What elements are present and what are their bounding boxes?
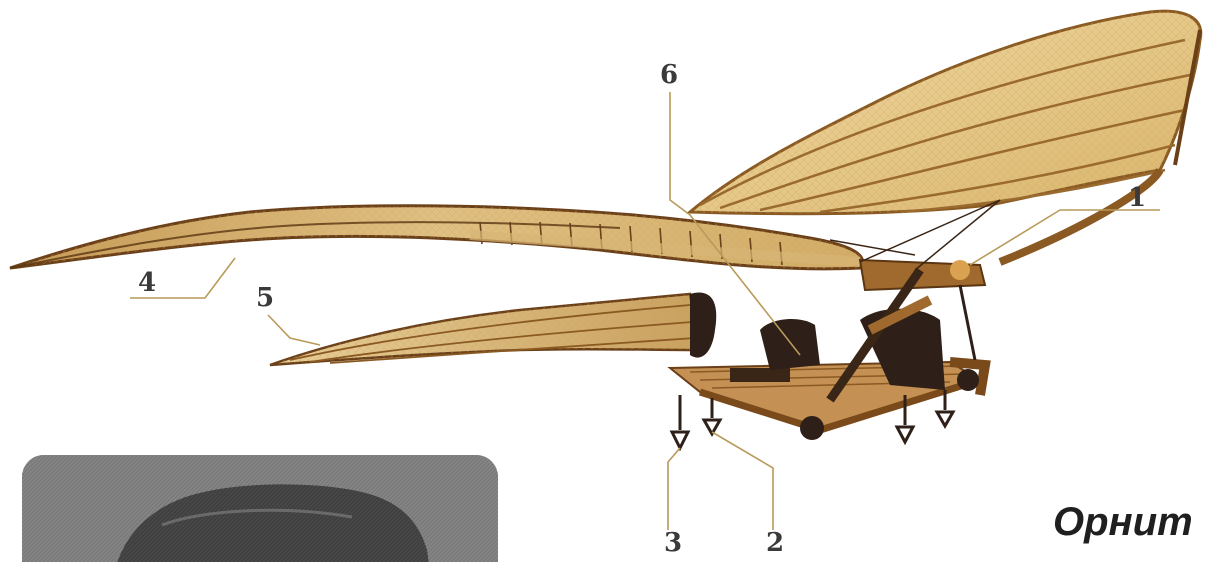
portrait-image bbox=[22, 455, 498, 562]
leader-line-3 bbox=[668, 448, 680, 530]
portrait-photo bbox=[22, 455, 498, 562]
callout-4: 4 bbox=[138, 270, 156, 296]
callout-6: 6 bbox=[660, 62, 678, 88]
tail bbox=[270, 293, 716, 366]
left-wing bbox=[10, 206, 863, 269]
callout-5: 5 bbox=[256, 285, 274, 311]
callout-1: 1 bbox=[1128, 185, 1146, 211]
callout-2: 2 bbox=[766, 530, 784, 556]
leader-line-5 bbox=[268, 315, 320, 345]
callout-3: 3 bbox=[664, 530, 682, 556]
leader-line-2 bbox=[712, 432, 773, 530]
caption-title: Орнит bbox=[1053, 500, 1193, 545]
